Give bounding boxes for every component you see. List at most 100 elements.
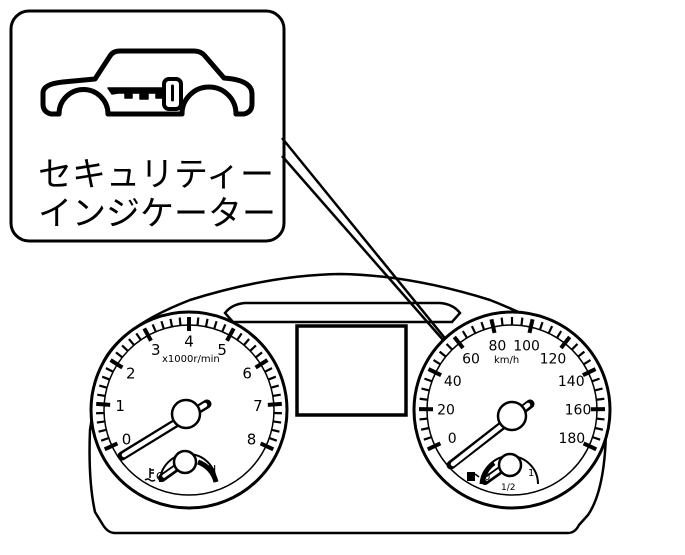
tachometer-minor-tick [169, 318, 174, 327]
tachometer-minor-tick [221, 323, 227, 333]
tachometer-minor-tick [268, 436, 278, 442]
speedometer-major-tick [452, 335, 465, 350]
speedometer-minor-tick [480, 321, 486, 331]
tachometer-minor-tick [135, 332, 142, 341]
tachometer-ticks [96, 317, 282, 452]
tachometer-label-6: 6 [242, 364, 252, 382]
speedometer-label-40: 40 [444, 374, 462, 390]
tachometer-minor-tick [236, 332, 243, 341]
tachometer-minor-tick [105, 367, 114, 373]
tachometer-label-0: 0 [122, 431, 132, 449]
temp-low-label: C [156, 470, 164, 483]
tachometer-label-1: 1 [115, 397, 125, 415]
tachometer-minor-tick [178, 317, 182, 326]
tachometer-label-5: 5 [217, 341, 227, 359]
speedometer-minor-tick [592, 436, 601, 441]
tachometer-minor-tick [271, 428, 280, 433]
speedometer-label-140: 140 [558, 374, 585, 390]
speedometer-minor-tick [594, 387, 603, 392]
tachometer-major-tick [267, 401, 282, 407]
speedometer-minor-tick [583, 359, 592, 366]
tachometer-major-tick [96, 401, 111, 407]
speedometer-minor-tick [420, 426, 430, 431]
speedometer-major-tick [582, 441, 598, 452]
speedometer-major-tick [527, 318, 535, 334]
speedometer-minor-tick [520, 317, 524, 326]
temperature-gauge: C H [144, 449, 219, 483]
tachometer-minor-tick [128, 338, 135, 346]
tachometer-minor-tick [101, 375, 111, 381]
tachometer-minor-tick [98, 384, 108, 389]
tachometer-minor-tick [264, 367, 273, 373]
speedometer-label-160: 160 [565, 402, 592, 418]
tachometer-minor-tick [213, 320, 218, 330]
tachometer-minor-tick [96, 420, 105, 424]
speedometer-minor-tick [571, 343, 579, 351]
fuel-full-label: 1 [528, 468, 534, 479]
tachometer-major-tick [254, 358, 269, 370]
speedometer-minor-tick [538, 321, 544, 331]
speedometer-major-tick [489, 318, 497, 334]
speedometer-minor-tick [500, 317, 504, 326]
speedometer-minor-tick [424, 377, 433, 383]
tachometer-major-tick [259, 441, 275, 452]
speedometer-minor-tick [594, 426, 604, 431]
tachometer-label-3: 3 [151, 341, 161, 359]
tachometer-label-2: 2 [126, 364, 136, 382]
fuel-half-label: 1/2 [501, 483, 515, 493]
speedometer-hub [496, 400, 528, 432]
speedometer-minor-tick [419, 417, 428, 421]
speedometer-major-tick [582, 367, 597, 378]
speedometer-label-80: 80 [488, 339, 506, 355]
speedometer-label-20: 20 [437, 402, 455, 418]
tachometer-hub [170, 398, 202, 430]
tachometer-minor-tick [267, 375, 277, 381]
tachometer-major-tick [225, 327, 236, 342]
tachometer-minor-tick [100, 436, 110, 442]
speedometer-label-60: 60 [462, 351, 480, 367]
speedometer-label-120: 120 [540, 351, 567, 367]
tachometer-minor-tick [255, 351, 263, 359]
tachometer-major-tick [109, 358, 124, 370]
speedometer-minor-tick [470, 325, 477, 334]
speedometer-minor-tick [591, 377, 600, 383]
tachometer-major-tick [103, 441, 119, 452]
tachometer-minor-tick [97, 393, 106, 398]
speedometer-minor-tick [432, 359, 441, 366]
tachometer-minor-tick [121, 344, 129, 352]
fuel-empty-label: 0 [484, 472, 490, 483]
speedometer-minor-tick [547, 325, 554, 334]
car-with-key-icon [40, 48, 255, 117]
speedometer-minor-tick [438, 350, 447, 358]
speedometer-minor-tick [596, 417, 605, 421]
tachometer-minor-tick [98, 428, 107, 433]
speedometer-minor-tick [577, 350, 586, 358]
tachometer-minor-tick [151, 323, 157, 333]
tachometer-minor-tick [270, 384, 280, 389]
speedometer-minor-tick [419, 397, 428, 401]
security-indicator-label-line1: セキュリティー [38, 155, 274, 195]
speedometer-label-0: 0 [448, 431, 457, 447]
speedometer-ticks [418, 317, 606, 452]
tachometer-minor-tick [272, 393, 281, 398]
speedometer-minor-tick [423, 436, 432, 441]
security-indicator-label-line2: インジケーター [38, 194, 276, 234]
speedometer-minor-tick [596, 397, 605, 401]
tachometer-minor-tick [160, 320, 165, 330]
speedometer-major-tick [559, 335, 572, 350]
speedometer-label-100: 100 [513, 339, 540, 355]
tachometer-unit: x1000r/min [162, 354, 220, 365]
speedometer-minor-tick [461, 330, 468, 339]
center-display [295, 324, 408, 417]
speedometer-label-180: 180 [558, 431, 585, 447]
speedometer-major-tick [427, 367, 442, 378]
tachometer-label-4: 4 [184, 332, 194, 350]
fuel-gauge: 0 1/2 1 [467, 452, 539, 493]
speedometer-minor-tick [445, 343, 453, 351]
coolant-temp-icon [144, 468, 156, 482]
tachometer-label-7: 7 [253, 397, 263, 415]
